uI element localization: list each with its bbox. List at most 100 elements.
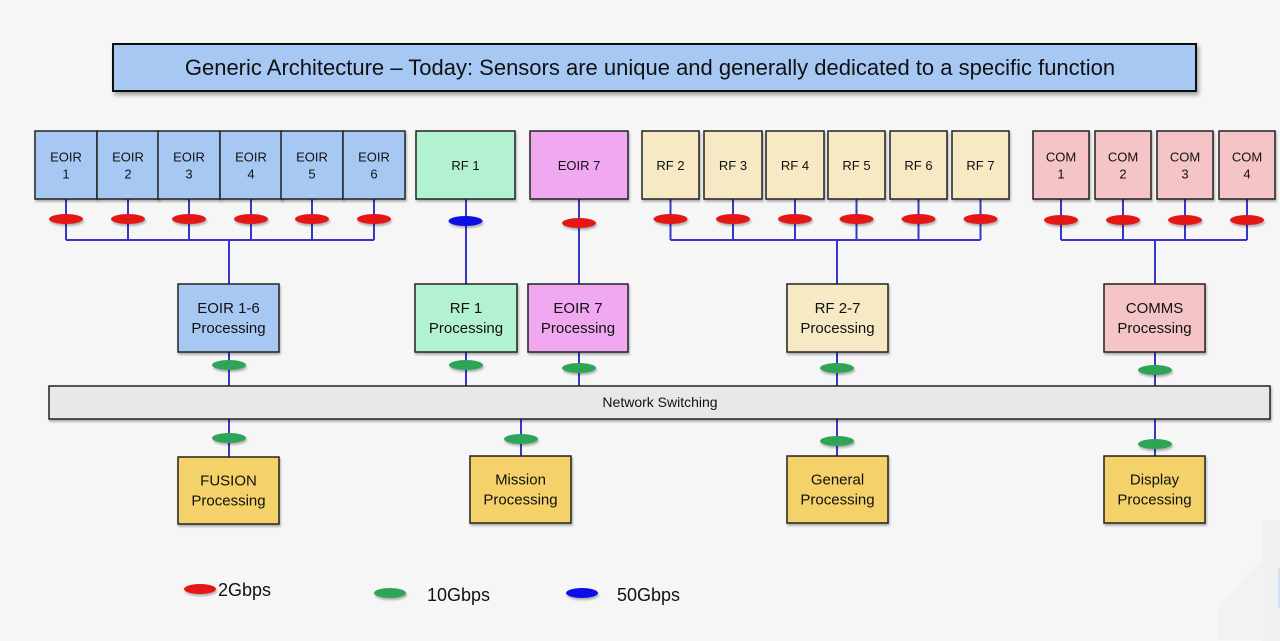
sensor-com3: COM 3 <box>1156 130 1214 200</box>
sensor-eoir5-label: EOIR <box>296 150 328 165</box>
link-10gbps-marker <box>1138 439 1172 449</box>
link-10gbps-marker <box>820 436 854 446</box>
processor-rf27proc-label: RF 2-7 <box>815 300 861 317</box>
link-2gbps-marker <box>1168 215 1202 225</box>
sensor-com3-label: 3 <box>1181 167 1188 182</box>
processor-rf27proc-label: Processing <box>800 320 874 337</box>
processor-rf1proc-label: Processing <box>429 320 503 337</box>
sensor-rf4: RF 4 <box>765 130 825 200</box>
processor-eoir7proc-label: EOIR 7 <box>553 300 602 317</box>
sensor-rf7-label: RF 7 <box>966 158 994 173</box>
sensor-com2-label: COM <box>1108 150 1138 165</box>
sensor-rf2-label: RF 2 <box>656 158 684 173</box>
sensor-rf1-rect <box>415 130 516 200</box>
sensor-eoir1-label: 1 <box>62 167 69 182</box>
link-2gbps-marker <box>901 214 936 224</box>
output-display-label: Processing <box>1117 492 1191 509</box>
output-general-label: Processing <box>800 492 874 509</box>
sensor-rf1: RF 1 <box>415 130 516 200</box>
link-50gbps-marker <box>448 216 483 226</box>
legend-item-50gbps: 50Gbps <box>566 585 680 605</box>
sensor-rf3: RF 3 <box>703 130 763 200</box>
sensor-com3-label: COM <box>1170 150 1200 165</box>
link-markers <box>49 214 1264 449</box>
sensor-rf3-label: RF 3 <box>719 158 747 173</box>
network-switching-label: Network Switching <box>602 394 717 410</box>
output-general-label: General <box>811 472 864 489</box>
sensor-eoir5: EOIR 5 <box>280 130 344 200</box>
legend-swatch <box>184 584 216 594</box>
network-switching-bar: Network Switching <box>48 385 1271 420</box>
output-mission-label: Processing <box>483 492 557 509</box>
sensor-rf7-rect <box>951 130 1010 200</box>
sensor-rf7: RF 7 <box>951 130 1010 200</box>
sensor-rf3-rect <box>703 130 763 200</box>
link-2gbps-marker <box>778 214 812 224</box>
sensor-eoir3-rect <box>157 130 221 200</box>
legend-label: 2Gbps <box>218 580 271 600</box>
processor-eoir16proc-rect <box>177 283 280 353</box>
processor-commsproc-rect <box>1103 283 1206 353</box>
legend-swatch <box>566 588 598 598</box>
processor-rf1proc-rect <box>414 283 518 353</box>
processor-eoir7proc-label: Processing <box>541 320 615 337</box>
sensor-rf1-label: RF 1 <box>451 158 479 173</box>
title-banner: Generic Architecture – Today: Sensors ar… <box>112 43 1197 92</box>
link-2gbps-marker <box>111 214 145 224</box>
link-10gbps-marker <box>449 360 483 370</box>
link-2gbps-marker <box>839 214 874 224</box>
sensor-eoir2-rect <box>96 130 160 200</box>
link-10gbps-marker <box>1138 365 1172 375</box>
link-2gbps-marker <box>716 214 750 224</box>
processor-commsproc-label: Processing <box>1117 320 1191 337</box>
sensor-rf6-rect <box>889 130 948 200</box>
output-fusion-rect <box>177 456 280 525</box>
sensor-eoir3-label: 3 <box>185 167 192 182</box>
sensor-eoir6-label: 6 <box>370 167 377 182</box>
processor-eoir16proc-label: EOIR 1-6 <box>197 300 260 317</box>
sensor-eoir1-rect <box>34 130 98 200</box>
legend-label: 10Gbps <box>427 585 490 605</box>
sensor-eoir5-label: 5 <box>308 167 315 182</box>
link-2gbps-marker <box>172 214 206 224</box>
sensor-rf6: RF 6 <box>889 130 948 200</box>
sensor-rf2: RF 2 <box>641 130 700 200</box>
link-2gbps-marker <box>357 214 391 224</box>
output-display-label: Display <box>1130 472 1180 489</box>
processor-rf27proc-rect <box>786 283 889 353</box>
sensor-rf4-rect <box>765 130 825 200</box>
title-text: Generic Architecture – Today: Sensors ar… <box>185 55 1115 80</box>
output-fusion-label: Processing <box>191 493 265 510</box>
legend: 2Gbps 10Gbps 50Gbps <box>184 580 680 605</box>
processor-eoir7proc: EOIR 7 Processing <box>527 283 629 353</box>
legend-swatch <box>374 588 406 598</box>
sensor-eoir6-rect <box>342 130 406 200</box>
link-10gbps-marker <box>820 363 854 373</box>
link-10gbps-marker <box>504 434 538 444</box>
link-10gbps-marker <box>212 360 246 370</box>
output-mission-rect <box>469 455 572 524</box>
sensor-eoir2-label: EOIR <box>112 150 144 165</box>
link-2gbps-marker <box>234 214 268 224</box>
sensor-com4-label: 4 <box>1243 167 1250 182</box>
sensor-rf6-label: RF 6 <box>904 158 932 173</box>
sensor-com2-rect <box>1094 130 1152 200</box>
processor-eoir16proc-label: Processing <box>191 320 265 337</box>
sensor-eoir5-rect <box>280 130 344 200</box>
link-2gbps-marker <box>562 218 596 228</box>
sensor-rf2-rect <box>641 130 700 200</box>
processor-commsproc-label: COMMS <box>1126 300 1184 317</box>
legend-item-10gbps: 10Gbps <box>374 585 490 605</box>
sensor-eoir4-rect <box>219 130 283 200</box>
sensor-eoir7-rect <box>529 130 629 200</box>
